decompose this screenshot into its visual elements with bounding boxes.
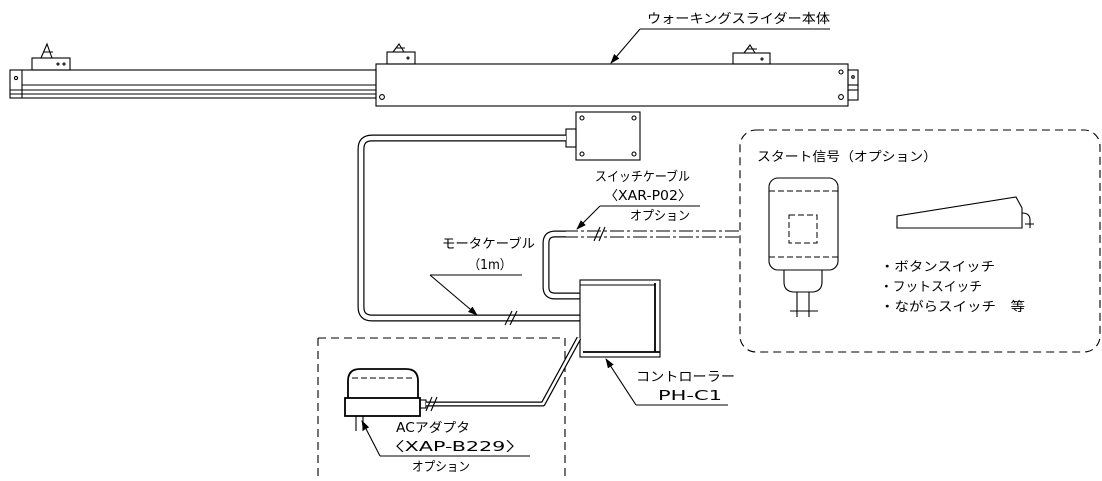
switch-cable-callout: スイッチケーブル 〈XAR-P02〉 オプション <box>576 169 700 230</box>
controller-callout: コントローラー PH-C1 <box>605 358 735 406</box>
motor-cable <box>357 134 580 326</box>
switch-cable-label: スイッチケーブル <box>595 169 690 185</box>
ac-adapter-option-frame <box>317 337 566 481</box>
slider-label: ウォーキングスライダー本体 <box>647 12 830 27</box>
controller-unit <box>579 279 661 358</box>
ac-adapter-option-note: オプション <box>412 460 470 475</box>
slider-rail <box>9 69 377 99</box>
list-item: ・フットスイッチ <box>880 280 982 295</box>
start-signal-option-frame: スタート信号（オプション） <box>739 129 1101 353</box>
controller-model: PH-C1 <box>658 389 722 404</box>
mounting-bracket-center <box>386 43 416 65</box>
motor-cable-label: モータケーブル <box>442 236 535 252</box>
switch-cable-option-note: オプション <box>630 209 690 224</box>
ac-adapter-callout: ACアダプタ 〈XAP-B229〉 オプション <box>361 420 530 475</box>
ac-cable-break-mark <box>425 396 438 412</box>
ac-adapter-device <box>344 368 427 431</box>
controller-label: コントローラー <box>636 370 735 385</box>
motor-cable-length: （1m） <box>468 258 512 273</box>
slider-end-cap <box>847 69 859 101</box>
mounting-bracket-right <box>732 44 771 65</box>
slider-body <box>375 63 849 107</box>
slider-callout: ウォーキングスライダー本体 <box>610 12 830 64</box>
junction-box <box>565 111 641 161</box>
switch-cable-break-mark <box>593 226 606 242</box>
ac-adapter-model: 〈XAP-B229〉 <box>384 440 526 455</box>
list-item: ・ボタンスイッチ <box>880 260 995 275</box>
motor-cable-break-mark <box>504 310 518 326</box>
switch-cable-model: 〈XAR-P02〉 <box>604 189 692 204</box>
foot-switch-icon <box>896 196 1034 229</box>
list-item: ・ながらスイッチ 等 <box>880 299 1025 315</box>
start-signal-title: スタート信号（オプション） <box>757 150 937 165</box>
ac-adapter-label: ACアダプタ <box>396 421 470 436</box>
motor-cable-callout: モータケーブル （1m） <box>429 236 535 316</box>
mounting-bracket-left <box>31 42 71 71</box>
switch-cable <box>542 226 740 300</box>
start-signal-options-list: ・ボタンスイッチ ・フットスイッチ ・ながらスイッチ 等 <box>880 260 1025 315</box>
ac-cable <box>425 336 582 412</box>
button-switch-icon <box>768 177 839 317</box>
